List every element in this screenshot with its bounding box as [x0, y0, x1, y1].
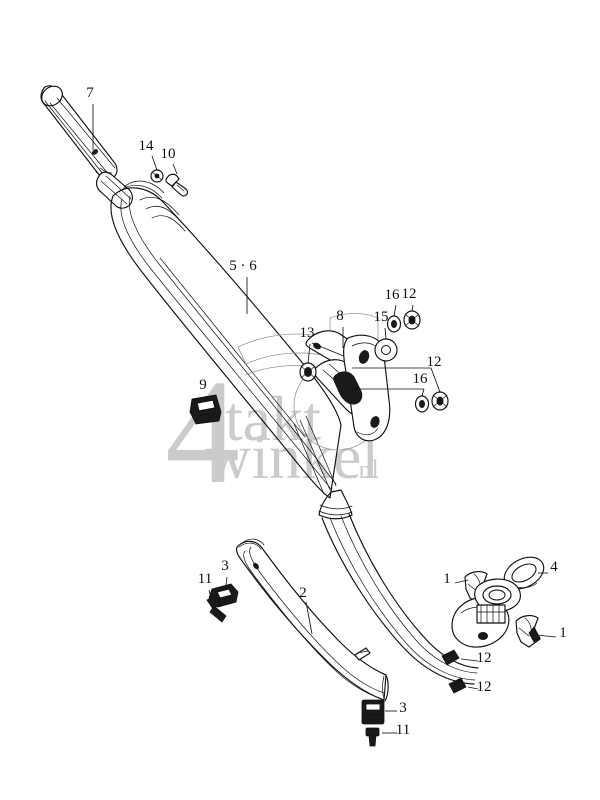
callout-labels: 7 14 10 5 · 6 8 13 15 16 12 12 16 9 11 3…	[86, 85, 567, 738]
part-heat-shield	[235, 538, 389, 702]
callout-1-b: 1	[559, 625, 567, 641]
callout-12-upper: 12	[402, 286, 417, 302]
part-clip-bracket-9	[189, 394, 222, 425]
callout-9: 9	[199, 377, 207, 393]
part-washer-15	[374, 338, 398, 362]
part-nut-12-upper	[403, 310, 421, 330]
part-bolt-11a	[206, 595, 227, 623]
watermark-numeral: 4	[165, 349, 240, 515]
callout-12-d: 12	[477, 679, 492, 695]
callout-16-lower: 16	[413, 371, 429, 387]
part-shield-clamp-3b	[361, 699, 385, 725]
callout-3-a: 3	[221, 558, 229, 574]
callout-16-upper: 16	[385, 287, 401, 303]
part-bolt-11b	[365, 727, 380, 747]
part-washer-14	[150, 169, 164, 183]
part-flange-clamp-1b	[515, 615, 541, 648]
part-lockwasher-16-lower	[414, 395, 430, 413]
callout-13: 13	[300, 325, 315, 341]
callout-3-b: 3	[399, 700, 407, 716]
watermark: 4 takt winkel .nl	[165, 349, 379, 515]
callout-7: 7	[86, 85, 94, 101]
part-bolt-12c	[441, 649, 460, 666]
leader-lines	[92, 104, 557, 734]
callout-14: 14	[139, 138, 155, 154]
callout-12-c: 12	[477, 650, 492, 666]
part-nut-12-lower	[431, 391, 449, 411]
part-lockwasher-16-upper	[386, 315, 402, 333]
callout-11-a: 11	[198, 571, 212, 587]
callout-1-a: 1	[443, 571, 451, 587]
callout-12-mid: 12	[427, 354, 442, 370]
part-header-pipe	[318, 489, 479, 685]
callout-8: 8	[336, 308, 344, 324]
callout-4: 4	[550, 559, 558, 575]
callout-15: 15	[374, 309, 389, 325]
callout-10: 10	[161, 146, 176, 162]
callout-5-6: 5 · 6	[229, 258, 257, 274]
callout-11-b: 11	[396, 722, 410, 738]
part-bolt-12d	[448, 677, 467, 694]
part-nut-13	[299, 362, 317, 382]
part-exhaust-gasket-4	[503, 556, 545, 590]
callout-2: 2	[299, 585, 307, 601]
watermark-suffix: .nl	[352, 455, 379, 484]
part-screw-10	[165, 173, 189, 197]
part-mounting-bracket	[237, 313, 391, 451]
part-muffler-body	[95, 171, 342, 499]
part-exhaust-flange-collar	[451, 578, 521, 648]
